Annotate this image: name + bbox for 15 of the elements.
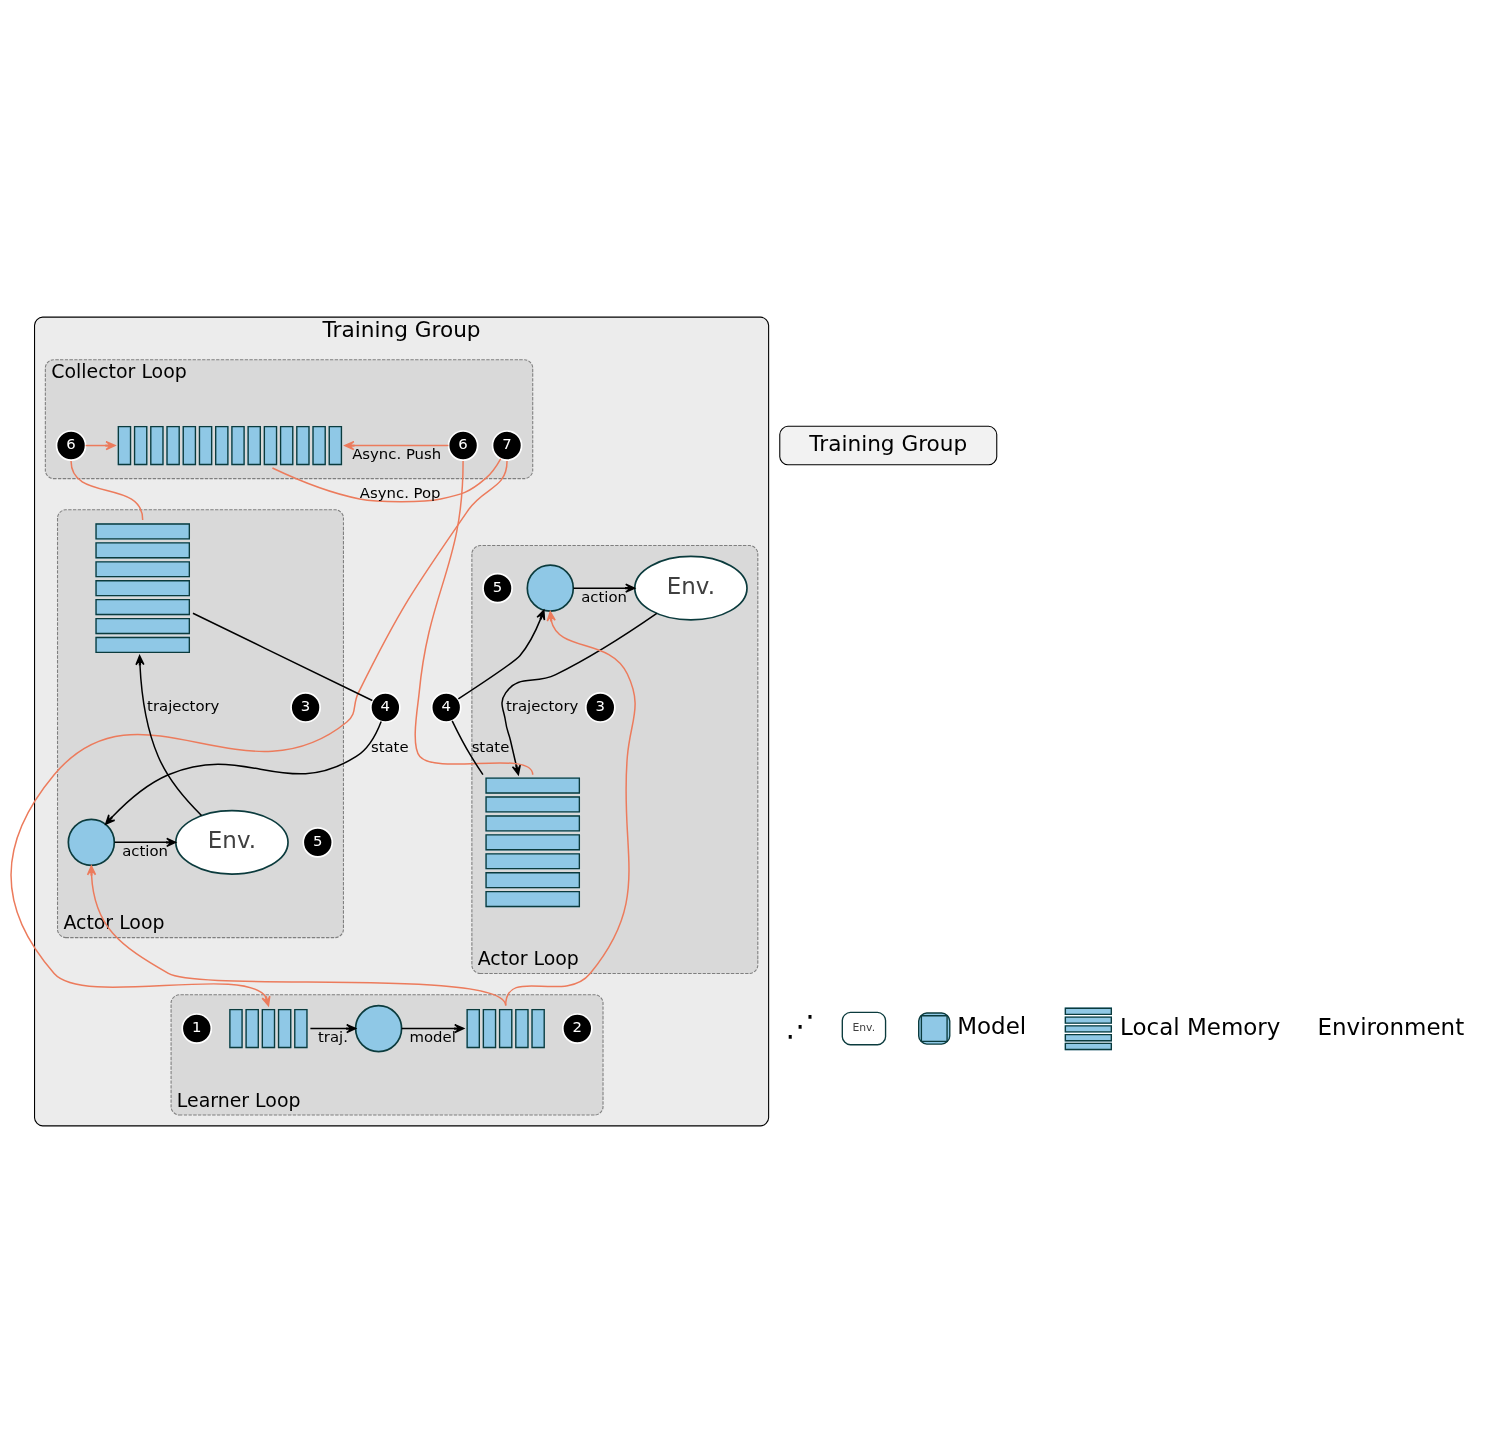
edge-label: traj.: [318, 1028, 348, 1047]
legend-label: Environment: [1317, 1013, 1465, 1040]
edge-label: Async. Push: [352, 445, 442, 464]
edge-label: model: [409, 1028, 456, 1047]
label: Env.: [852, 1021, 876, 1035]
edge-label: action: [122, 842, 168, 861]
edge-label: state: [370, 738, 409, 757]
edge-label: trajectory: [506, 697, 579, 716]
edge-label: state: [471, 738, 510, 757]
edge-label: Async. Pop: [359, 484, 441, 502]
legend-label: Local Memory: [1120, 1013, 1281, 1040]
edge-label: action: [581, 588, 627, 607]
edge-label: trajectory: [147, 697, 220, 716]
legend-label: Model: [957, 1013, 1027, 1040]
label: ⋰: [785, 1008, 816, 1044]
